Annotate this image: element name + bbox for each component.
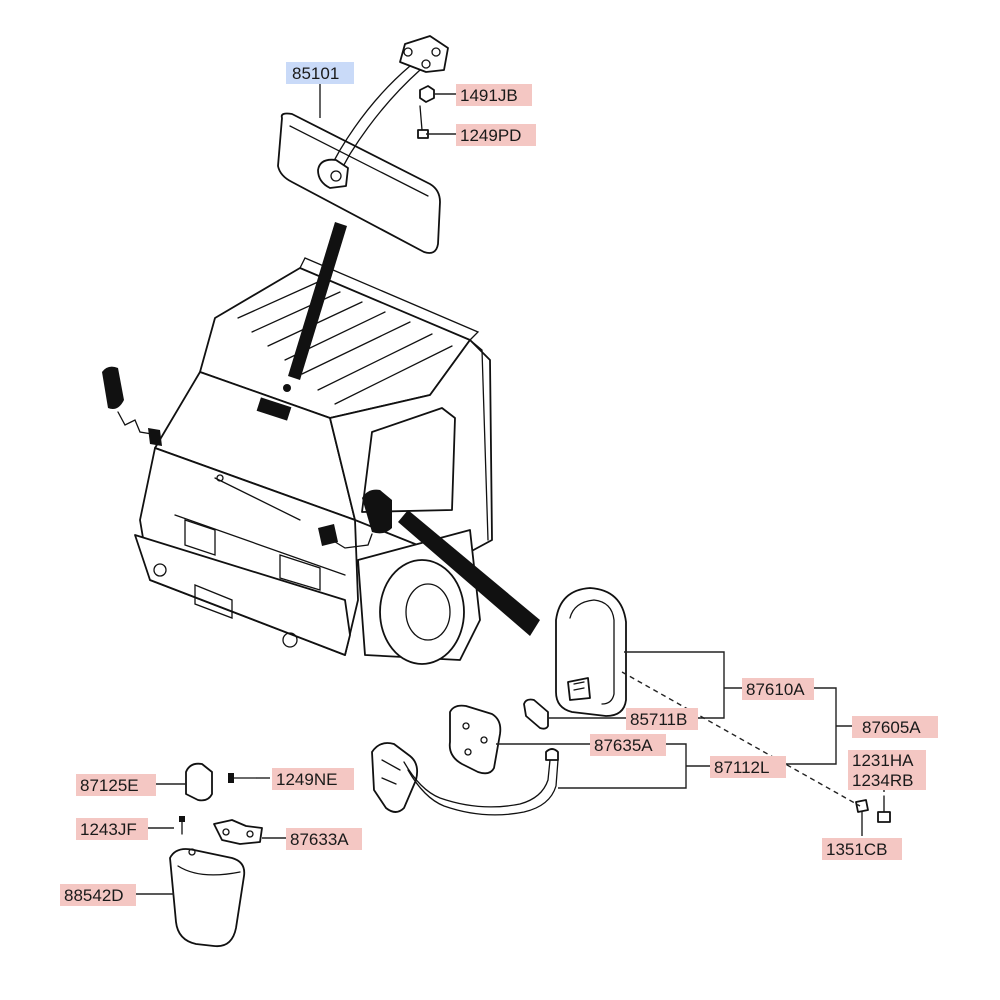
callout-88542D-text: 88542D [64,886,124,905]
callout-1243JF-highlight [76,818,148,840]
bolt-1234RB [877,795,891,823]
screw-1243JF [179,816,185,835]
leader-band-inner-mirror [288,222,347,380]
leader-lines [134,82,885,895]
callout-1351CB-highlight [822,838,902,860]
mirror-glass-85711B [523,698,549,730]
callout-87610A-highlight [742,678,814,700]
callout-1231HA-highlight [848,750,926,770]
callout-87633A[interactable]: 87633A [286,828,362,850]
mirror-stay-arm-87112L [371,742,559,816]
callout-88542D-highlight [60,884,136,906]
bolt-1351CB [855,799,869,813]
callout-1491JB-text: 1491JB [460,86,518,105]
callout-85101-text: 85101 [292,64,339,83]
nut-1491JB [419,85,435,103]
callout-1231HA[interactable]: 1231HA [848,750,926,770]
callout-87125E-highlight [76,774,156,796]
callout-1234RB-highlight [848,770,926,790]
callout-1249NE-highlight [272,768,354,790]
mirror-bracket-plate-87635A [448,704,502,775]
callout-85101[interactable]: 85101 [286,62,354,84]
callout-87610A[interactable]: 87610A [742,678,814,700]
callout-1249NE[interactable]: 1249NE [272,768,354,790]
screw-1249NE [228,773,257,783]
outside-mirror-housing [555,587,627,717]
callout-85101-highlight [286,62,354,84]
left-mirror-on-truck [102,366,162,446]
callout-1234RB-text: 1234RB [852,771,913,790]
right-mirror-on-truck [318,489,392,549]
callout-87605A-highlight [852,716,938,738]
callout-1249PD-highlight [456,124,536,146]
callout-87112L-highlight [710,756,786,778]
cover-88542D [169,848,246,948]
callout-1249NE-text: 1249NE [276,770,337,789]
callout-87112L-text: 87112L [714,758,769,777]
callout-85711B-highlight [626,708,698,730]
bracket-87633A [213,819,263,845]
callout-1249PD-text: 1249PD [460,126,521,145]
callout-87125E-text: 87125E [80,776,139,795]
cap-87125E [185,762,213,802]
callout-87633A-highlight [286,828,362,850]
inner-mirror-part [277,35,449,254]
callout-85711B-text: 85711B [630,710,687,729]
callout-85711B[interactable]: 85711B [626,708,698,730]
callout-87610A-text: 87610A [746,680,805,699]
callout-1243JF[interactable]: 1243JF [76,818,148,840]
callout-1249PD[interactable]: 1249PD [456,124,536,146]
callout-87633A-text: 87633A [290,830,349,849]
callout-87605A[interactable]: 87605A [852,716,938,738]
leader-band-outer-mirror [398,510,540,636]
callout-87112L[interactable]: 87112L [710,756,786,778]
callout-88542D[interactable]: 88542D [60,884,136,906]
callout-1234RB[interactable]: 1234RB [848,770,926,790]
callout-1351CB[interactable]: 1351CB [822,838,902,860]
callout-87635A[interactable]: 87635A [590,734,666,756]
callout-1491JB[interactable]: 1491JB [456,84,532,106]
callout-1491JB-highlight [456,84,532,106]
callout-1231HA-text: 1231HA [852,751,914,770]
callout-87635A-text: 87635A [594,736,653,755]
callout-1351CB-text: 1351CB [826,840,887,859]
callout-87125E[interactable]: 87125E [76,774,156,796]
callout-87605A-text: 87605A [862,718,921,737]
bolt-1249PD [417,105,429,139]
callout-1243JF-text: 1243JF [80,820,137,839]
callout-87635A-highlight [590,734,666,756]
